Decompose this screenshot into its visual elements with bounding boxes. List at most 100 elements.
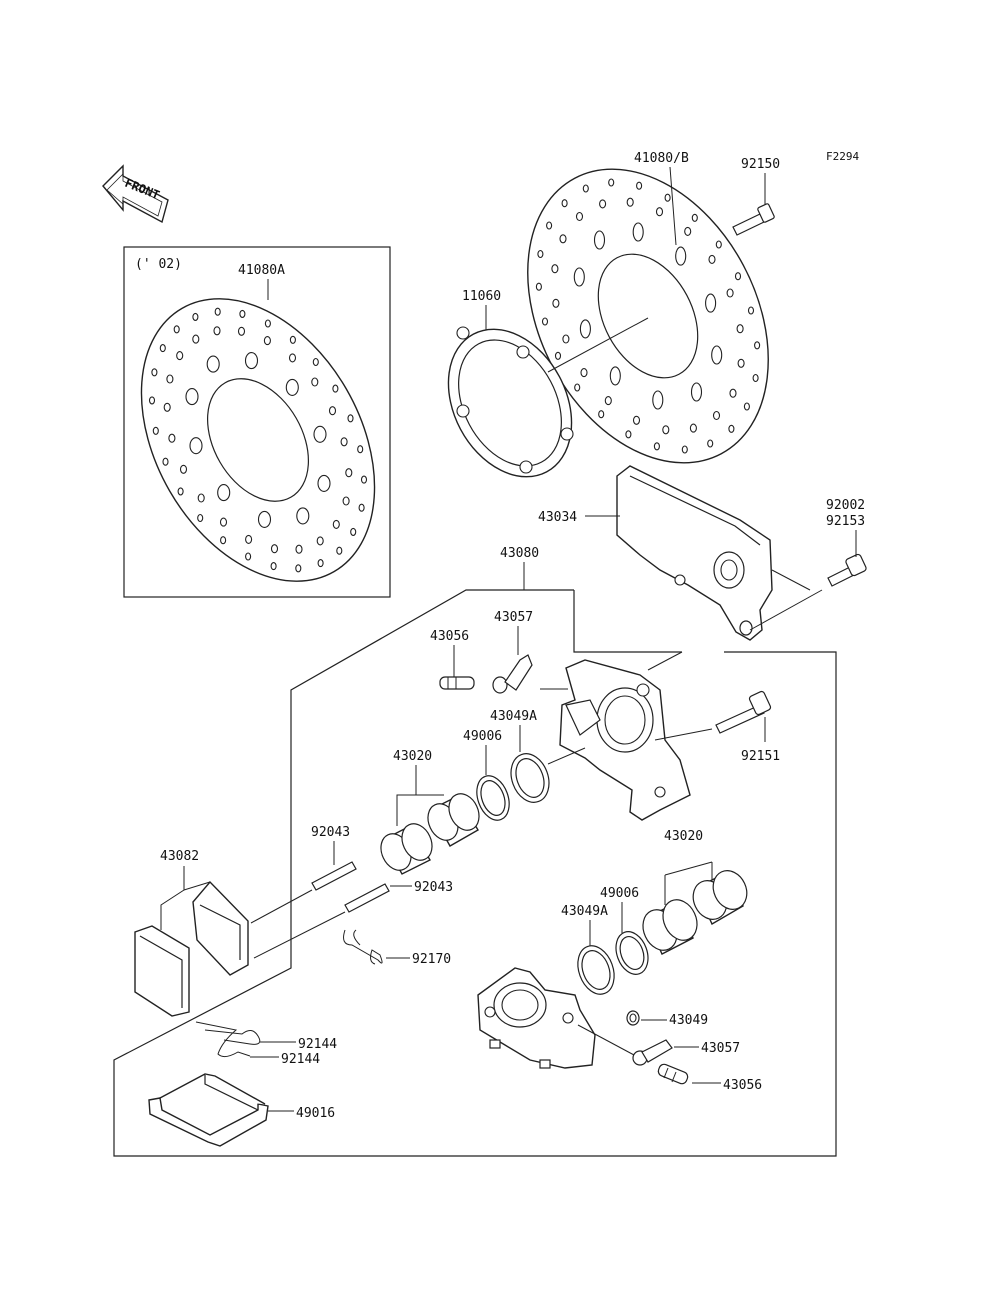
- disc-hole: [342, 496, 350, 506]
- disc-hole: [636, 181, 643, 190]
- disc-hole: [684, 226, 692, 236]
- disc-hole: [561, 199, 568, 208]
- inset-box: (' 02) 41080A: [123, 246, 391, 598]
- disc-hole: [551, 264, 559, 274]
- inset-year: (' 02): [135, 257, 182, 272]
- pad-spring-upper: [204, 1029, 261, 1045]
- disc-hole: [579, 319, 591, 339]
- disc-hole: [345, 468, 353, 478]
- disc-hole: [736, 324, 744, 334]
- disc-hole: [604, 396, 612, 406]
- oring: [626, 1010, 640, 1026]
- piston-upper-a: [427, 793, 480, 847]
- disc-hole: [734, 272, 742, 281]
- label-43057-upper: 43057: [494, 610, 533, 625]
- disc-hole: [360, 475, 368, 484]
- label-92002: 92002: [826, 498, 865, 513]
- disc-hole: [152, 426, 159, 435]
- pad-spring-lower: [195, 1021, 251, 1058]
- disc-hole: [347, 414, 354, 423]
- label-43082: 43082: [160, 849, 199, 864]
- disc-bolt: [732, 203, 775, 236]
- disc-hole: [192, 334, 200, 344]
- bracket-bolt: [827, 553, 867, 587]
- disc-hole: [609, 366, 621, 386]
- bleeder-cap-upper: [492, 654, 533, 694]
- disc-hole: [554, 351, 562, 360]
- disc-hole: [285, 378, 299, 396]
- disc-hole: [237, 326, 246, 336]
- disc-hole: [582, 184, 589, 193]
- disc-hole: [168, 433, 176, 443]
- disc-hole: [270, 562, 277, 571]
- disc-hole: [546, 221, 553, 230]
- disc-hole: [754, 341, 761, 350]
- caliper-lower: [477, 967, 596, 1069]
- label-49006-upper: 49006: [463, 729, 502, 744]
- disc-hole: [652, 390, 664, 410]
- brake-disc-inset: [140, 298, 376, 582]
- disc-hole: [625, 430, 632, 439]
- label-92153: 92153: [826, 514, 865, 529]
- disc-hole: [562, 334, 570, 344]
- disc-hole: [317, 559, 324, 568]
- disc-hole: [715, 240, 722, 249]
- bleeder-valve-lower: [657, 1063, 689, 1085]
- label-43049: 43049: [669, 1013, 708, 1028]
- disc-hole: [159, 344, 166, 353]
- label-43049A-upper: 43049A: [490, 709, 537, 724]
- disc-hole: [245, 552, 252, 561]
- label-92144-lower: 92144: [281, 1052, 320, 1067]
- caliper-bolt: [715, 690, 772, 734]
- disc-hole: [537, 249, 544, 259]
- disc-hole: [296, 507, 310, 525]
- front-arrow-icon: FRONT: [102, 164, 169, 224]
- label-43020-upper: 43020: [393, 749, 432, 764]
- disc-hole: [664, 193, 671, 202]
- disc-hole: [239, 309, 246, 318]
- disc-hole: [340, 437, 348, 447]
- piston-upper-b: [380, 823, 433, 875]
- piston-lower-b: [642, 899, 698, 955]
- brake-pad-inner: [192, 880, 249, 976]
- disc-hole: [220, 536, 227, 545]
- disc-hole: [752, 373, 759, 383]
- disc-hole: [535, 282, 542, 291]
- disc-hole: [573, 267, 585, 287]
- disc-hole: [691, 213, 698, 222]
- label-43057-lower: 43057: [701, 1041, 740, 1056]
- disc-hole: [313, 425, 327, 443]
- disc-hole: [747, 306, 755, 315]
- disc-hole: [295, 564, 302, 573]
- spring-clip: [343, 929, 383, 965]
- disc-hole: [726, 288, 734, 298]
- spacer-plate: [447, 326, 574, 478]
- disc-hole: [608, 178, 615, 187]
- label-43034: 43034: [538, 510, 577, 525]
- disc-hole: [737, 358, 745, 368]
- assembly-frame: [113, 589, 837, 1157]
- disc-hole: [288, 353, 297, 363]
- label-43080: 43080: [500, 546, 539, 561]
- label-43020-lower: 43020: [664, 829, 703, 844]
- disc-hole: [655, 207, 664, 217]
- disc-hole: [317, 474, 331, 492]
- disc-hole: [580, 368, 588, 378]
- disc-hole: [336, 546, 343, 555]
- pad-retaining-spring: [148, 1073, 269, 1147]
- disc-hole: [332, 384, 339, 393]
- label-92043-upper: 92043: [311, 825, 350, 840]
- disc-hole: [559, 234, 567, 244]
- disc-hole: [552, 298, 560, 308]
- piston-seal-upper: [510, 753, 550, 803]
- disc-hole: [593, 230, 606, 250]
- disc-hole: [192, 312, 199, 321]
- piston-lower-a: [692, 870, 748, 925]
- bleeder-cap-lower: [632, 1039, 673, 1066]
- label-92170: 92170: [412, 952, 451, 967]
- label-43056-lower: 43056: [723, 1078, 762, 1093]
- disc-hole: [244, 352, 259, 370]
- disc-hole: [599, 199, 607, 209]
- brake-pad-outer: [134, 925, 190, 1017]
